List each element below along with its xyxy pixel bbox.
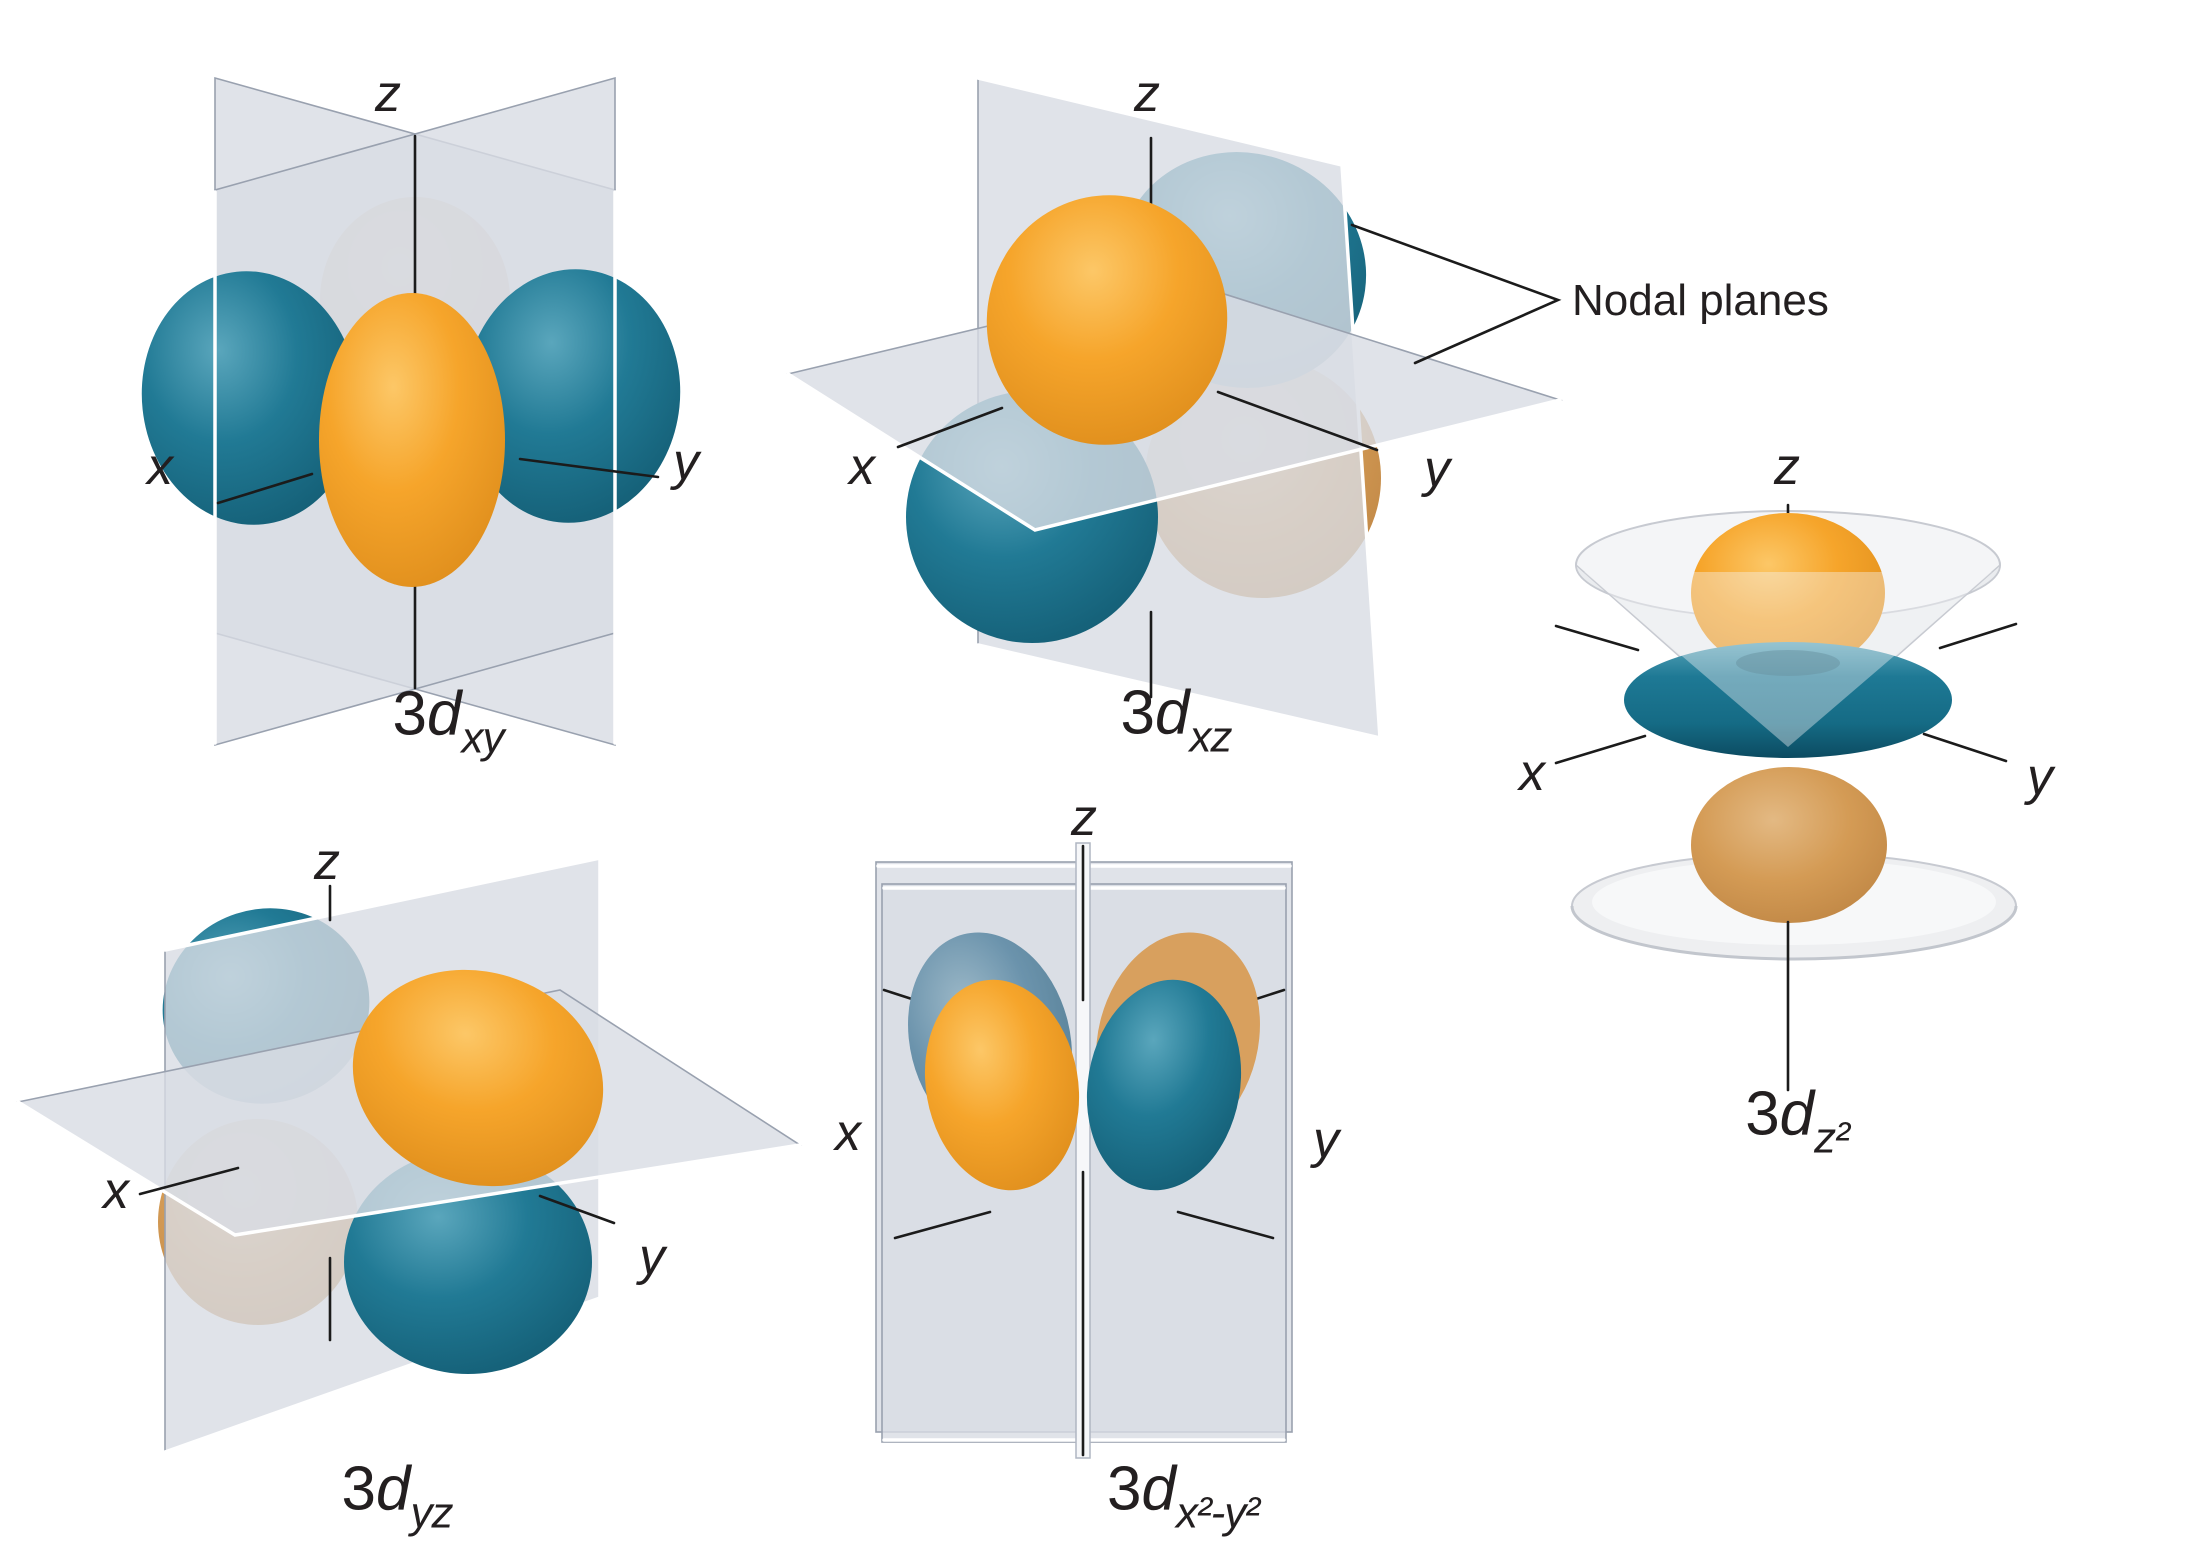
3dz2-cone-glass-overlay: [1584, 572, 1992, 747]
orbital-label-3dx2y2: 3dx²-y²: [1107, 1458, 1260, 1538]
3dz2-torus-hole-shading: [1736, 650, 1840, 676]
orbital-3dx2y2: [875, 842, 1293, 1459]
orbital-label-subscript: yz: [410, 1488, 453, 1538]
axis-label-x-3dxz: x: [849, 438, 875, 496]
axis-label-z-3dxy: z: [375, 65, 401, 123]
3dz2-y-axis-far: [1554, 624, 1640, 652]
3dxz-lobe-positive-top: [986, 195, 1228, 445]
orbital-label-3dxy: 3dxy: [393, 683, 505, 763]
axis-label-y-3dz2: y: [2027, 748, 2053, 806]
nodal-planes-label: Nodal planes: [1572, 276, 1829, 325]
3dxy-x-axis: [216, 472, 314, 505]
3dxz-vplane-edge-top: [976, 76, 1344, 167]
3dz2-y-axis-near: [1922, 732, 2008, 763]
orbital-3dxy: [141, 76, 681, 747]
orbital-label-number: 3: [392, 679, 427, 749]
3dx2y2-x-axis-near: [893, 1210, 992, 1240]
orbital-label-number: 3: [1120, 678, 1155, 748]
3dx2y2-z-axis-rod: [1075, 842, 1091, 1459]
axis-label-y-3dxz: y: [1424, 440, 1450, 498]
axis-label-y-3dx2y2: y: [1313, 1111, 1339, 1169]
3dxz-x-axis: [896, 406, 1004, 449]
orbital-label-number: 3: [341, 1454, 376, 1524]
3dz2-lobe-positive-bottom: [1691, 767, 1887, 923]
3dyz-y-axis: [538, 1194, 616, 1225]
3dyz-lobe-positive-top: [352, 969, 604, 1187]
3dxz-vplane-edge-right: [1340, 163, 1382, 740]
axis-label-z-3dz2: z: [1774, 438, 1800, 496]
orbital-label-letter: d: [376, 1454, 411, 1524]
3dxy-y-axis: [518, 457, 660, 479]
orbital-label-subscript: z²: [1814, 1113, 1850, 1163]
3dz2-x-axis-far: [1938, 622, 2018, 650]
axis-label-y-3dyz: y: [639, 1228, 665, 1286]
3dyz-vplane-edge-top: [163, 856, 602, 952]
orbital-label-subscript: x²-y²: [1176, 1488, 1260, 1538]
3dz2-x-axis-near: [1554, 734, 1647, 765]
orbital-label-subscript: xy: [461, 713, 504, 763]
orbital-label-number: 3: [1745, 1079, 1780, 1149]
orbital-label-letter: d: [1155, 678, 1190, 748]
orbital-3dz2: [1554, 503, 2018, 1092]
axis-label-x-3dxy: x: [147, 438, 173, 496]
3dxz-vplane-edge-bottom: [976, 643, 1382, 740]
orbital-label-3dyz: 3dyz: [342, 1458, 454, 1538]
axis-label-z-3dyz: z: [314, 833, 340, 891]
nodal-planes-pointer-lines: [1350, 223, 1562, 365]
orbital-label-letter: d: [1779, 1079, 1815, 1149]
axis-label-x-3dx2y2: x: [835, 1104, 861, 1162]
axis-label-y-3dxy: y: [673, 433, 699, 491]
orbital-label-subscript: xz: [1189, 712, 1232, 762]
orbital-label-3dxz: 3dxz: [1121, 682, 1233, 762]
3dx2y2-lobe-negative-right: [1086, 979, 1242, 1191]
3dxz-y-axis: [1216, 390, 1379, 452]
3dxy-lobe-positive-front: [319, 293, 505, 587]
axis-label-z-3dxz: z: [1134, 65, 1160, 123]
orbital-label-letter: d: [427, 679, 462, 749]
3dyz-hplane-front-edge: [16, 1100, 802, 1237]
3dz2-lobe-positive-top: [1691, 513, 1885, 673]
3dx2y2-lobe-positive-left: [924, 979, 1080, 1191]
axis-label-x-3dyz: x: [103, 1162, 129, 1220]
orbital-3dyz: [15, 856, 803, 1454]
3dxy-lobe-negative-left: [141, 271, 359, 525]
axis-label-x-3dz2: x: [1519, 744, 1545, 802]
axis-label-z-3dx2y2: z: [1071, 789, 1097, 847]
3dz2-bottom-cone-rim-accent: [1570, 905, 2018, 961]
orbital-3dxz: [785, 76, 1563, 740]
orbital-label-letter: d: [1141, 1454, 1176, 1524]
3dyz-x-axis: [138, 1166, 240, 1196]
3dx2y2-y-axis-near: [1176, 1210, 1275, 1240]
3dxz-hplane-front-edge: [786, 372, 1562, 532]
3dz2-torus-negative: [1624, 642, 1952, 758]
3dxy-lobe-negative-right: [463, 269, 681, 523]
orbital-label-number: 3: [1107, 1454, 1142, 1524]
orbital-label-3dz2: 3dz²: [1745, 1083, 1850, 1163]
